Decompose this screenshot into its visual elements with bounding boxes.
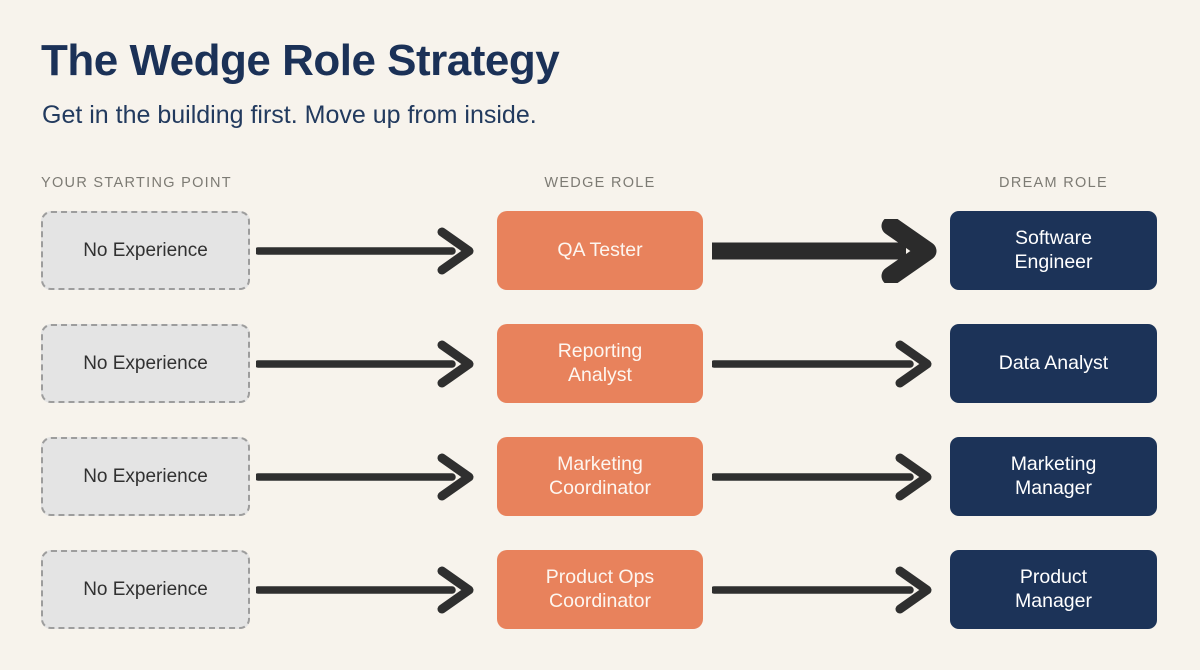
- flow-arrow-wedge-to-dream: [712, 452, 944, 502]
- starting-point-box: No Experience: [41, 550, 250, 629]
- dream-role-label: Software Engineer: [1014, 226, 1093, 273]
- wedge-role-label: QA Tester: [557, 238, 643, 261]
- column-header-wedge-role: WEDGE ROLE: [544, 175, 656, 191]
- dream-role-label: Data Analyst: [998, 351, 1109, 374]
- starting-point-label: No Experience: [83, 578, 208, 600]
- dream-role-label: Marketing Manager: [1010, 452, 1097, 499]
- starting-point-label: No Experience: [83, 352, 208, 374]
- wedge-role-box: Product Ops Coordinator: [497, 550, 703, 629]
- wedge-role-label: Marketing Coordinator: [549, 452, 651, 499]
- wedge-role-box: Marketing Coordinator: [497, 437, 703, 516]
- flow-arrow-start-to-wedge: [256, 565, 488, 615]
- dream-role-box: Product Manager: [950, 550, 1157, 629]
- column-header-dream-role: DREAM ROLE: [999, 175, 1108, 191]
- flow-arrow-wedge-to-dream: [712, 339, 944, 389]
- flow-arrow-wedge-to-dream: [712, 565, 944, 615]
- starting-point-box: No Experience: [41, 437, 250, 516]
- flow-arrow-start-to-wedge: [256, 452, 488, 502]
- dream-role-label: Product Manager: [1015, 565, 1092, 612]
- page-subtitle: Get in the building first. Move up from …: [42, 101, 537, 129]
- wedge-role-box: Reporting Analyst: [497, 324, 703, 403]
- column-header-starting-point: YOUR STARTING POINT: [41, 175, 232, 191]
- flow-arrow-wedge-to-dream-emphasis: [708, 219, 948, 283]
- wedge-role-label: Reporting Analyst: [557, 339, 643, 386]
- page-title: The Wedge Role Strategy: [41, 36, 560, 85]
- dream-role-box: Data Analyst: [950, 324, 1157, 403]
- dream-role-box: Software Engineer: [950, 211, 1157, 290]
- starting-point-box: No Experience: [41, 324, 250, 403]
- starting-point-label: No Experience: [83, 465, 208, 487]
- starting-point-label: No Experience: [83, 239, 208, 261]
- wedge-role-box: QA Tester: [497, 211, 703, 290]
- flow-arrow-start-to-wedge: [256, 339, 488, 389]
- wedge-role-label: Product Ops Coordinator: [545, 565, 655, 612]
- flow-arrow-start-to-wedge: [256, 226, 488, 276]
- dream-role-box: Marketing Manager: [950, 437, 1157, 516]
- starting-point-box: No Experience: [41, 211, 250, 290]
